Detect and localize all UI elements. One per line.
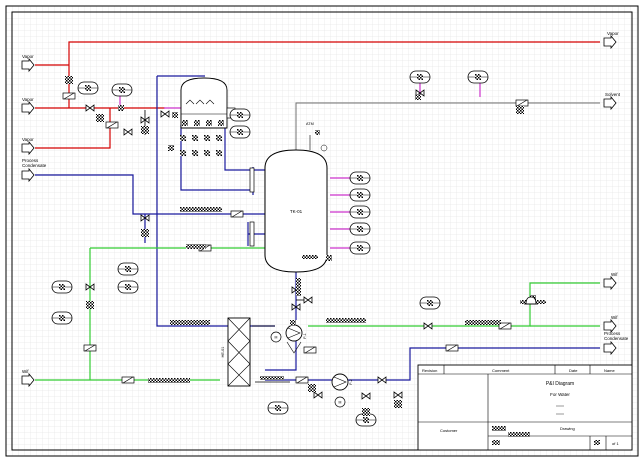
solvent-line: [295, 102, 600, 150]
hx-tag: HE-01: [221, 347, 225, 358]
tb-title: P&I Diagram: [546, 381, 574, 387]
stream-label-vapor-in-1: Vapor: [22, 54, 34, 59]
pump-2-tag: P-2: [349, 379, 353, 385]
column: [168, 77, 228, 156]
stream-label-wif-right-1: Wif: [611, 272, 618, 277]
tb-revision: Revision: [422, 368, 437, 373]
pump-2: M P-2: [331, 373, 353, 408]
svg-text:M: M: [339, 401, 342, 405]
outer-frame: [5, 5, 639, 457]
svg-text:M: M: [275, 336, 278, 340]
tb-name: Name: [604, 368, 615, 373]
vent-tag: ATM: [306, 122, 314, 126]
stream-label-vapor-top-right: Vapor: [607, 31, 619, 36]
tb-customer: Costomer: [440, 428, 458, 433]
title-block: Revision Comment Date Name P&I Diagram F…: [417, 364, 633, 451]
vessel-tag: TK-01: [290, 209, 303, 214]
stream-label-wif-right-2: Wif: [611, 315, 618, 320]
inner-frame: [11, 11, 633, 451]
heat-exchanger: HE-01: [221, 317, 251, 387]
tb-date: Date: [569, 368, 578, 373]
vapor-lines: [35, 41, 600, 149]
stream-label-vapor-in-3: Vapor: [22, 137, 34, 142]
stream-label-solvent: Solvent: [605, 92, 621, 97]
tb-sheet: of 1: [612, 441, 619, 446]
stream-label-vapor-in-2: Vapor: [22, 97, 34, 102]
tb-comment: Comment: [492, 368, 510, 373]
pump-1: M P-1: [270, 324, 307, 354]
steam-trap: [524, 296, 538, 305]
vent-filter: ATM: [306, 122, 328, 152]
tb-subtitle: For Water: [550, 392, 570, 397]
pump-1-tag: P-1: [303, 333, 307, 339]
stream-label-wif-left: Wif: [22, 369, 29, 374]
tb-drawing: Drawing: [560, 426, 575, 431]
